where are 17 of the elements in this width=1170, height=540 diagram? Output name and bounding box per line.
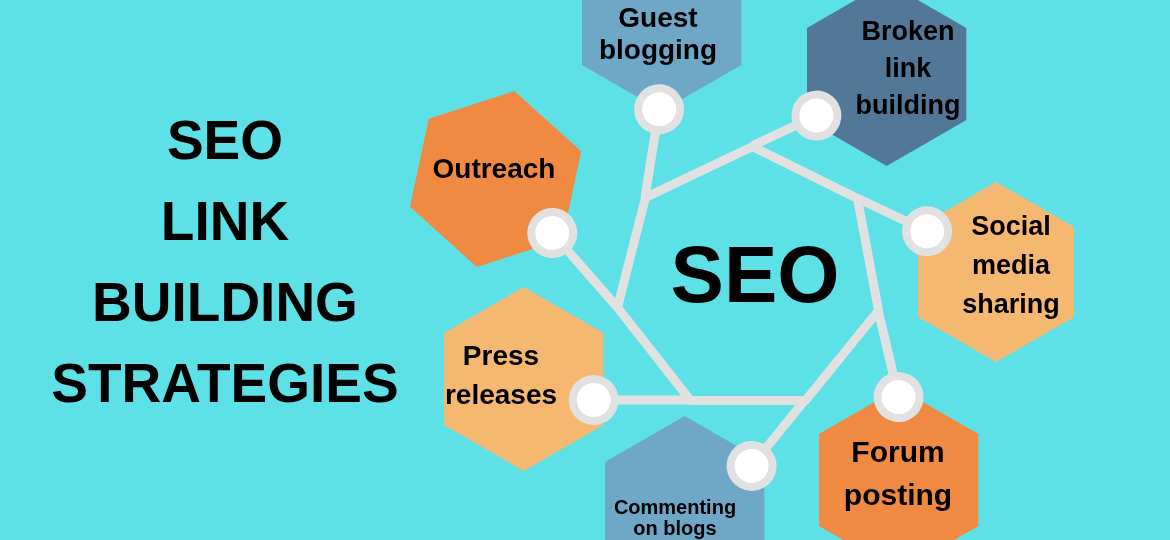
hexagon-label: Forum posting [843,434,953,513]
hexagon-label: Outreach [432,152,556,186]
hexagon-card [807,0,967,166]
hexagon-card [444,287,604,471]
title-text: SEO LINK BUILDING STRATEGIES [51,108,399,416]
connector-line [873,308,924,423]
hexagon-label: Guest blogging [598,2,718,66]
hexagon-label: Press releases [444,339,558,412]
hexagon-label: Social media sharing [962,209,1060,321]
hub-label: SEO [670,230,840,320]
hexagon-card [605,416,765,540]
hexagon-label: Broken link building [855,14,961,122]
connector-line [634,84,685,198]
hexagon-card [410,90,582,267]
hexagon-card [918,182,1074,362]
heptagon-hub [612,141,883,405]
hexagon-label: Commenting on blogs [613,497,737,539]
